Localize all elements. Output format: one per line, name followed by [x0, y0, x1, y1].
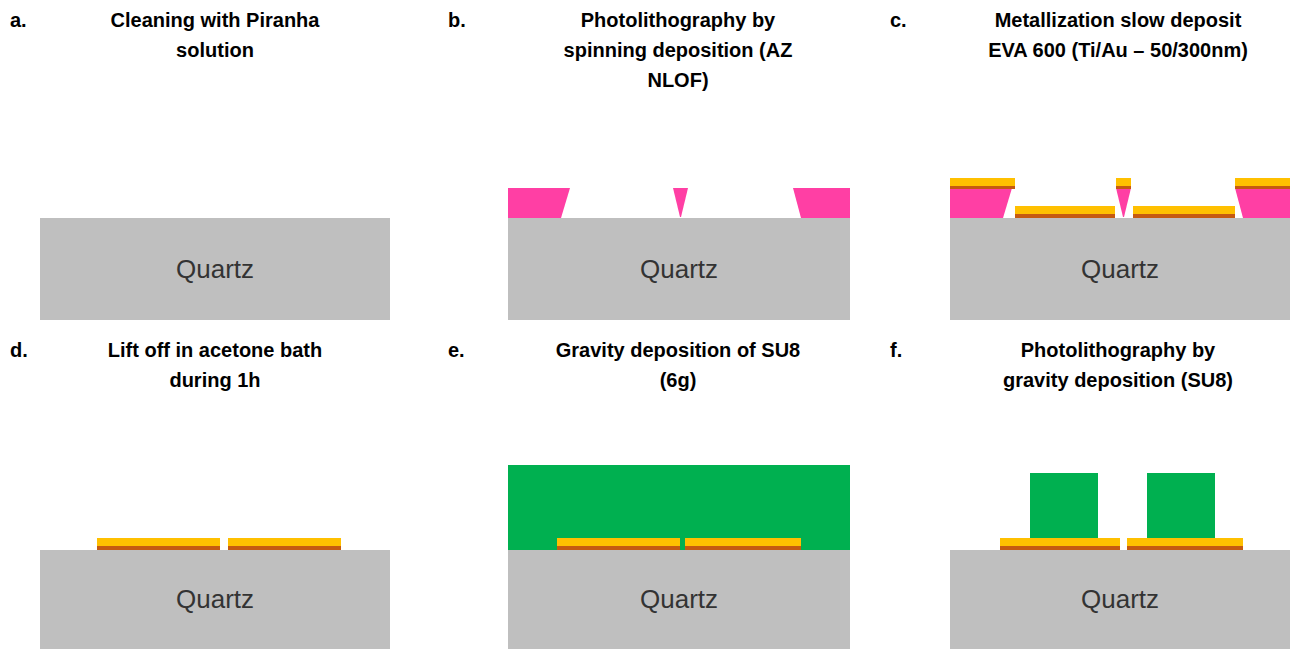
substrate-label: Quartz: [640, 254, 718, 285]
step-letter: a.: [10, 5, 27, 35]
step-title: Photolithography by spinning deposition …: [563, 5, 793, 95]
step-title: Lift off in acetone bath during 1h: [84, 335, 346, 395]
quartz-substrate: Quartz: [508, 550, 850, 649]
step-letter: c.: [890, 5, 907, 35]
quartz-substrate: Quartz: [950, 218, 1290, 320]
substrate-label: Quartz: [1081, 254, 1159, 285]
step-title: Gravity deposition of SU8 (6g): [541, 335, 816, 395]
step-letter: f.: [890, 335, 902, 365]
substrate-label: Quartz: [1081, 584, 1159, 615]
photoresist: [950, 188, 1290, 218]
photoresist: [508, 188, 850, 218]
metal-electrodes: [97, 538, 341, 550]
substrate-label: Quartz: [640, 584, 718, 615]
su8-layer: [508, 465, 850, 550]
substrate-label: Quartz: [176, 254, 254, 285]
substrate-label: Quartz: [176, 584, 254, 615]
step-letter: d.: [10, 335, 28, 365]
step-title: Cleaning with Piranha solution: [95, 5, 335, 65]
quartz-substrate: Quartz: [40, 218, 390, 320]
quartz-substrate: Quartz: [508, 218, 850, 320]
su8-pillars: [1000, 473, 1243, 550]
step-letter: e.: [448, 335, 465, 365]
metal-layer: [950, 178, 1290, 218]
step-title: Metallization slow deposit EVA 600 (Ti/A…: [981, 5, 1256, 65]
quartz-substrate: Quartz: [950, 550, 1290, 649]
quartz-substrate: Quartz: [40, 550, 390, 649]
step-letter: b.: [448, 5, 466, 35]
step-title: Photolithography by gravity deposition (…: [987, 335, 1249, 395]
